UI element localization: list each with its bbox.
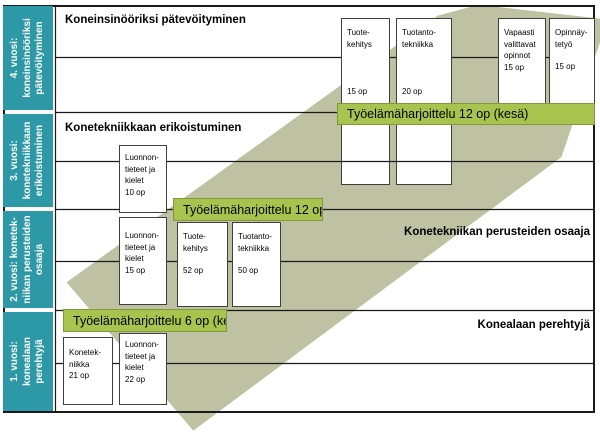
spacer [555,50,589,61]
phase-header: Konealaan perehtyjä [477,319,590,331]
course-box-title-line: kielet [125,254,144,263]
internship-bar: Työelämäharjoittelu 6 op (ke- [63,309,227,332]
spacer [238,254,275,265]
year-band-label-line: 2. vuosi: konetek- [9,217,21,302]
course-box-credits: 21 op [69,371,90,380]
course-box-title-line: kehitys [347,39,372,49]
course-box-title-line: kielet [125,176,144,185]
year-band-label-line: 1. vuosi: [9,341,21,382]
course-box-title-line: tieteet ja [125,351,156,361]
course-box-title-line: tieteet ja [125,242,156,252]
course-box-title-line: niikka [69,359,90,369]
course-box-title-line: tekniikka [238,243,270,253]
internship-bar: Työelämäharjoittelu 12 op (kesä) [337,103,595,125]
year-band-label-line: erikoistuminen [34,124,46,197]
course-box-title-line: tetyö [555,39,573,49]
course-box-credits: 15 op [504,62,525,72]
internship-bar: Työelämäharjoittelu 12 op [173,198,323,221]
year-band-label-line: niikan perusteiden [21,215,33,304]
course-box-credits: 15 op [555,62,576,71]
internship-bar-label: Työelämäharjoittelu 6 op (ke- [73,313,227,328]
course-box: Tuote-kehitys 15 op [341,18,390,104]
course-box-title-line: Luonnon- [125,231,159,240]
internship-bar-label: Työelämäharjoittelu 12 op [183,202,323,217]
course-box-title-line: tieteet ja [125,164,156,174]
course-box: Opinnäy-tetyö 15 op [549,18,595,104]
course-box-title-line: Konetek- [69,348,102,357]
year-band-label-line: pätevöityminen [34,21,46,95]
course-box-title-line: Tuote- [183,232,206,241]
course-box-title-line: Luonnon- [125,153,159,162]
course-box-title-line: Vapaasti [504,28,535,37]
phase-header: Konetekniikkaan erikoistuminen [65,122,242,134]
course-box-credits: 20 op [402,86,423,96]
year-band-label-line: 4. vuosi: [9,37,21,79]
course-box-title-line: Opinnäy- [555,28,588,37]
year-band-label-line: perehtyjä [34,339,46,384]
course-box-credits: 52 op [183,266,204,275]
course-box: Tuotanto-tekniikka 50 op [232,222,281,307]
course-box: Luonnon-tieteet ja kielet 22 op [119,333,167,405]
course-box: Luonnon-tieteet ja kielet 10 op [119,145,167,213]
course-box-credits: 22 op [125,374,146,384]
course-box-title-line: kehitys [183,243,208,253]
course-box-title-line: tekniikka [402,39,434,49]
year-band-label-line: osaaja [34,243,46,276]
course-box-credits: 15 op [347,86,368,96]
course-box: Konetek-niikka 21 op [63,337,113,405]
year-band-label-line: konealaan [21,337,33,386]
course-box: Luonnon-tieteet ja kielet 15 op [119,217,167,305]
phase-header: Konetekniikan perusteiden osaaja [404,226,590,238]
course-box-credits: 15 op [125,265,146,275]
course-box: Tuote-kehitys 52 op [177,222,228,307]
course-box-title-line: opinnot [504,51,531,60]
year-band-label-line: koneinsinööriksi [21,18,33,98]
course-box: Vapaasti valittavat opinnot 15 op [498,18,546,104]
year-band-label-line: 3. vuosi: [9,140,21,181]
course-box-credits: 50 op [238,266,259,275]
phase-header: Koneinsinööriksi pätevöityminen [65,14,246,26]
course-box-title-line: Luonnon- [125,340,159,349]
course-box-title-line: Tuotanto- [238,232,272,241]
course-box: Tuotanto-tekniikka 20 op [396,18,452,104]
course-box-credits: 10 op [125,187,146,197]
spacer [183,254,222,265]
course-box-title-line: Tuote- [347,28,370,37]
course-box-title-line: kielet [125,363,144,372]
course-box-title-line: valittavat [504,39,536,49]
internship-bar-label: Työelämäharjoittelu 12 op (kesä) [347,107,529,121]
course-box-title-line: Tuotanto- [402,28,436,37]
year-band-label-line: konetekniikkaan [21,121,33,200]
